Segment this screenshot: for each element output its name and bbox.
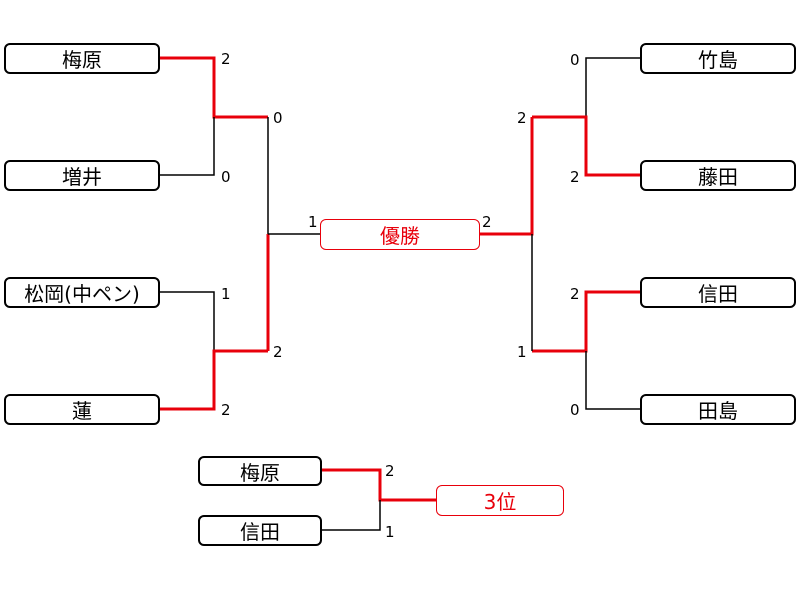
score-right-final-bottom: 1 (517, 343, 527, 361)
score-third-top: 2 (385, 462, 395, 480)
player-name: 信田 (240, 520, 280, 544)
line-left-semi1-loser (160, 117, 215, 176)
line-right-semi2-winner (532, 290, 640, 353)
player-name: 増井 (62, 165, 102, 189)
player-name: 竹島 (698, 48, 738, 72)
line-right-semi1-loser (585, 57, 640, 117)
score-final-right: 2 (482, 213, 492, 231)
line-right-semi1-winner (532, 115, 640, 177)
score-final-left: 1 (308, 213, 318, 231)
player-box-left-4: 蓮 (4, 394, 160, 425)
player-name: 梅原 (240, 460, 280, 485)
score-right-semi1-top: 0 (570, 51, 580, 69)
third-place-box: 3位 (436, 485, 564, 516)
line-left-semi2-loser (160, 291, 215, 351)
score-left-final-top: 0 (273, 109, 283, 127)
score-right-semi1-bottom: 2 (570, 168, 580, 186)
player-box-left-1: 梅原 (4, 43, 160, 74)
player-name: 蓮 (72, 399, 92, 423)
score-right-semi2-top: 2 (570, 285, 580, 303)
line-right-semi2-loser (585, 351, 640, 410)
line-left-semi2-winner (160, 349, 268, 411)
player-name: 藤田 (698, 165, 738, 189)
player-box-right-2: 藤田 (640, 160, 796, 191)
player-box-right-4: 田島 (640, 394, 796, 425)
third-place-player-bottom: 信田 (198, 515, 322, 546)
player-name: 松岡(中ペン) (24, 282, 140, 306)
line-third-winner (322, 468, 436, 502)
score-left-final-bottom: 2 (273, 343, 283, 361)
player-box-left-3: 松岡(中ペン) (4, 277, 160, 308)
final-label: 優勝 (380, 224, 420, 248)
score-left-semi1-bottom: 0 (221, 168, 231, 186)
score-right-semi2-bottom: 0 (570, 401, 580, 419)
player-box-right-3: 信田 (640, 277, 796, 308)
line-left-semi1-winner (160, 56, 268, 119)
player-name: 梅原 (62, 48, 102, 72)
third-place-player-top: 梅原 (198, 456, 322, 486)
score-right-final-top: 2 (517, 109, 527, 127)
score-left-semi2-top: 1 (221, 285, 231, 303)
score-left-semi2-bottom: 2 (221, 401, 231, 419)
third-place-label: 3位 (483, 490, 517, 514)
player-box-left-2: 増井 (4, 160, 160, 191)
final-champion-box: 優勝 (320, 219, 480, 250)
player-name: 田島 (698, 399, 738, 423)
score-third-bottom: 1 (385, 523, 395, 541)
player-name: 信田 (698, 282, 738, 306)
line-third-loser (322, 500, 381, 531)
player-box-right-1: 竹島 (640, 43, 796, 74)
score-left-semi1-top: 2 (221, 50, 231, 68)
